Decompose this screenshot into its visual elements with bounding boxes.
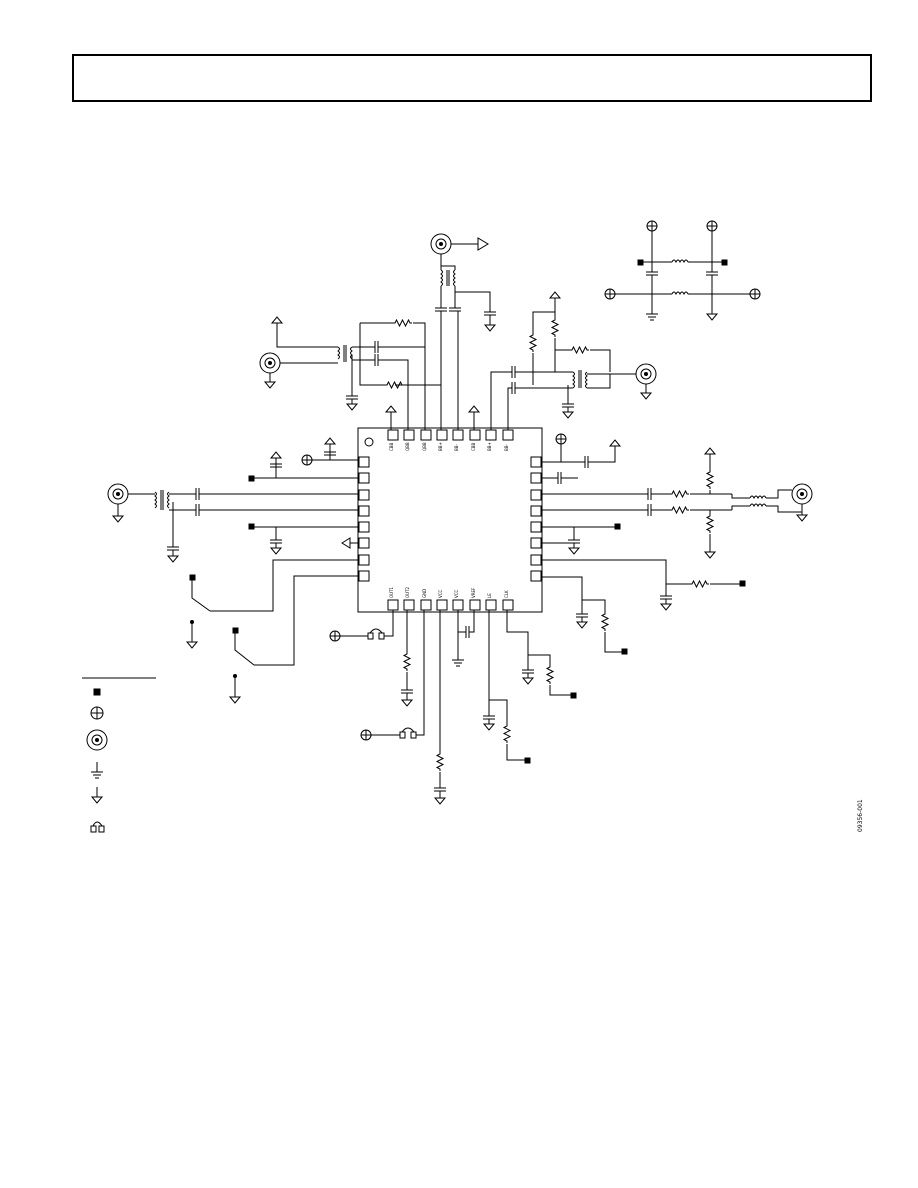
switch-terminal-2 [232, 627, 239, 634]
left-supply-icon [301, 454, 313, 466]
switch-terminal-1 [189, 574, 196, 581]
top-signal-ground-icon [477, 237, 489, 251]
ic-body [357, 427, 543, 613]
chassis-ground-icon [91, 762, 103, 779]
upper-left-coax-connector-icon [259, 352, 281, 374]
left-pins [358, 456, 370, 582]
figure-doc-id: 09356-001 [857, 799, 864, 832]
filter-supply-icon-2 [706, 220, 718, 232]
filter-supply-icon-3 [604, 288, 616, 300]
left-signal-ground-icon [341, 537, 351, 549]
filter-supply-icon-4 [749, 288, 761, 300]
left-transformer [154, 490, 170, 510]
signal-ground-icon [91, 787, 103, 804]
bottom-pin-label: ОUT1 [389, 586, 394, 598]
top-transformer [440, 265, 456, 287]
supply-icon [90, 706, 104, 720]
upper-left-transformer [337, 345, 353, 362]
top-pin-label: QBB [422, 442, 427, 451]
capacitor [483, 311, 497, 316]
bottom-pin-label: VCC [438, 589, 443, 598]
right-terminal-2 [739, 580, 746, 587]
terminal-icon [93, 688, 101, 696]
top-pin-label: BB+ [487, 442, 492, 451]
left-terminal-1 [248, 475, 255, 482]
jumper-icon [90, 821, 105, 833]
filter-terminal-1 [637, 259, 644, 266]
bottom-terminal-1 [524, 757, 531, 764]
top-pins [387, 429, 514, 441]
bottom-pin-label: VREF [471, 587, 476, 598]
top-pin-label: BB- [504, 444, 509, 451]
upper-right-transformer [572, 370, 588, 389]
pin1-marker [364, 437, 374, 447]
bottom-pin-label: CLK [504, 590, 509, 598]
coax-connector-icon [86, 729, 108, 751]
jumper-icon-1 [367, 628, 385, 640]
bottom-supply-icon-1 [329, 630, 341, 642]
bottom-pin-label: ОUT2 [405, 586, 410, 598]
left-terminal-2 [248, 523, 255, 530]
bottom-supply-icon-2 [360, 729, 372, 741]
top-pin-label: CBB [471, 442, 476, 451]
top-pin-label: CBB [389, 442, 394, 451]
bottom-pin-label: GND [422, 589, 427, 598]
bottom-terminal-2 [570, 692, 577, 699]
bottom-pins [387, 599, 514, 611]
header-box [72, 54, 872, 102]
bottom-chassis-ground-icon [452, 659, 464, 667]
right-coax-connector-icon [791, 483, 813, 505]
filter-chassis-ground-icon [646, 313, 658, 321]
top-pin-label: QBB [405, 442, 410, 451]
top-pin-label: BB- [454, 444, 459, 451]
right-supply-icon [555, 433, 567, 445]
top-pin-label: BB+ [438, 442, 443, 451]
bottom-pin-label: VCC [454, 589, 459, 598]
jumper-icon-2 [399, 727, 417, 739]
right-terminal-1 [614, 523, 621, 530]
filter-supply-icon-1 [646, 220, 658, 232]
bottom-pin-label: LE [487, 593, 492, 598]
right-pins [530, 456, 542, 582]
top-coax-connector-icon [430, 233, 452, 255]
right-terminal-3 [621, 648, 628, 655]
upper-right-coax-connector-icon [635, 363, 657, 385]
legend [82, 677, 156, 833]
left-coax-connector-icon [107, 483, 129, 505]
filter-terminal-2 [721, 259, 728, 266]
